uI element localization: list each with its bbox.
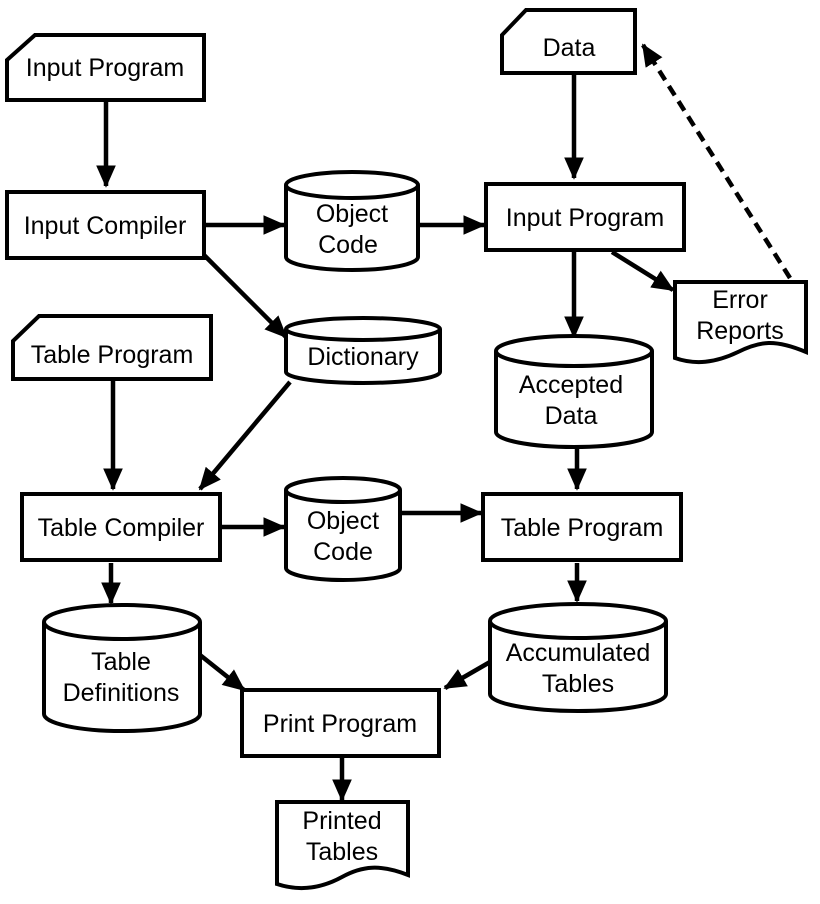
accumulated-tables-line-1: Accumulated [506,639,651,667]
table-program-process-node: Table Program [481,492,683,562]
object-code-top-line-2: Code [318,231,378,259]
printed-tables-node: Printed Tables [275,800,410,890]
input-program-card-node: Input Program [5,33,206,102]
table-program-card-node: Table Program [11,314,213,381]
arrow-accumulated-tables-to-print-program [443,660,492,690]
input-compiler-node: Input Compiler [5,190,206,260]
table-program-process-label: Table Program [501,514,664,542]
dictionary-node: Dictionary [284,316,442,385]
input-program-process-label: Input Program [506,204,664,232]
table-definitions-node: Table Definitions [42,603,202,733]
arrow-dictionary-to-table-compiler [198,380,292,491]
accepted-data-line-2: Data [545,402,598,430]
error-reports-line-1: Error [712,286,768,314]
table-compiler-node: Table Compiler [20,492,222,562]
object-code-bottom-line-1: Object [307,507,379,535]
accumulated-tables-line-2: Tables [542,670,614,698]
table-definitions-line-2: Definitions [63,679,180,707]
arrow-input-compiler-to-dictionary [202,253,288,339]
error-reports-node: Error Reports [673,280,808,364]
error-reports-line-2: Reports [696,317,784,345]
accepted-data-line-1: Accepted [519,371,623,399]
dictionary-label: Dictionary [307,343,419,371]
object-code-top-line-1: Object [316,200,388,228]
object-code-bottom-line-2: Code [313,538,373,566]
table-definitions-line-1: Table [91,648,151,676]
accepted-data-node: Accepted Data [494,334,654,449]
arrow-table-definitions-to-print-program [198,653,246,692]
dashed-arrow-error-reports-to-data [641,43,792,280]
input-compiler-label: Input Compiler [24,212,187,240]
data-card-label: Data [543,34,596,62]
input-program-process-node: Input Program [484,182,686,252]
object-code-top-node: Object Code [284,170,420,272]
printed-tables-line-2: Tables [306,838,378,866]
edges [96,43,792,802]
input-program-card-label: Input Program [26,54,184,82]
arrow-input-program-to-error-reports [610,250,675,292]
accumulated-tables-node: Accumulated Tables [488,602,668,713]
data-card-node: Data [500,8,637,75]
print-program-label: Print Program [263,710,417,738]
object-code-bottom-node: Object Code [284,476,402,582]
printed-tables-line-1: Printed [302,807,381,835]
table-program-card-label: Table Program [31,341,194,369]
table-compiler-label: Table Compiler [38,514,205,542]
print-program-node: Print Program [240,688,441,758]
